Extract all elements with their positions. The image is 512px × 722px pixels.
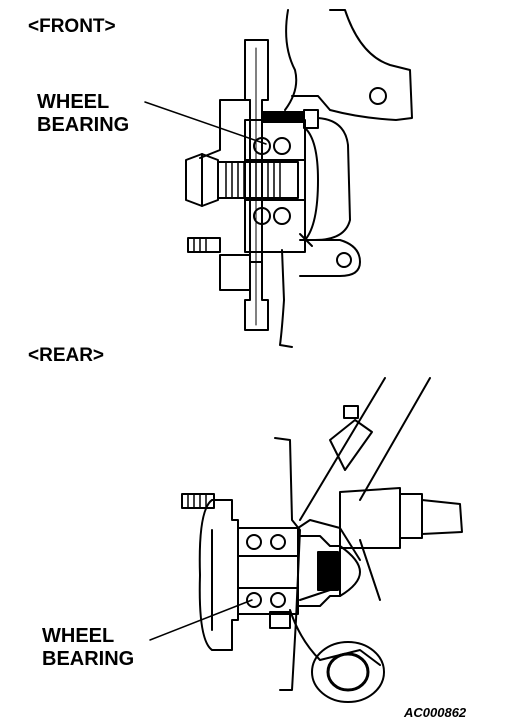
rear-bearing-ball bbox=[246, 534, 262, 550]
front-axle-shaft bbox=[217, 161, 299, 199]
front-lower-lug bbox=[299, 239, 361, 277]
front-shaft-threads bbox=[225, 161, 281, 199]
front-bearing-ball bbox=[253, 137, 271, 155]
front-bearing-ball bbox=[253, 207, 271, 225]
front-heading: <FRONT> bbox=[28, 16, 116, 37]
rear-callout-line2: BEARING bbox=[42, 648, 135, 670]
front-callout-label: WHEEL BEARING bbox=[37, 91, 129, 137]
rear-arm-bracket bbox=[329, 419, 373, 471]
front-bearing-ball bbox=[273, 137, 291, 155]
front-hub-flange bbox=[304, 127, 319, 241]
rear-callout-line1: WHEEL bbox=[42, 625, 115, 647]
front-callout-line1: WHEEL bbox=[37, 91, 110, 113]
front-bearing-ball bbox=[273, 207, 291, 225]
rear-link-bush bbox=[399, 493, 423, 539]
rear-dust-shield bbox=[274, 437, 301, 691]
rear-lower-arm bbox=[289, 589, 381, 666]
front-knuckle-hole bbox=[369, 87, 387, 105]
rear-link-end bbox=[421, 499, 463, 535]
rear-lower-bolt bbox=[269, 611, 291, 629]
front-snap-ring bbox=[261, 111, 305, 123]
rear-bearing-ball bbox=[270, 534, 286, 550]
front-hub-assembly bbox=[185, 9, 413, 348]
rear-bearing-ball bbox=[270, 592, 286, 608]
front-dust-shield bbox=[279, 9, 298, 348]
front-callout-line2: BEARING bbox=[37, 114, 130, 136]
front-hub bbox=[199, 99, 263, 291]
rear-callout-leader bbox=[149, 599, 253, 641]
front-lug-hole bbox=[336, 252, 352, 268]
figure-code: AC000862 bbox=[404, 705, 467, 720]
rear-callout-label: WHEEL BEARING bbox=[42, 625, 134, 671]
front-knuckle-arm bbox=[291, 9, 413, 121]
rear-hub-drum bbox=[198, 499, 239, 651]
rear-lower-bushing bbox=[311, 641, 385, 703]
rear-heading: <REAR> bbox=[28, 345, 105, 366]
front-callout-leader bbox=[144, 101, 267, 145]
rear-trailing-arm bbox=[299, 377, 431, 521]
rear-hub-assembly bbox=[181, 377, 463, 703]
front-wheel-stud bbox=[187, 237, 221, 253]
rear-wheel-stud bbox=[181, 493, 215, 509]
front-knuckle-body bbox=[314, 117, 351, 241]
rear-bearing-ball bbox=[246, 592, 262, 608]
rear-lateral-link bbox=[339, 487, 401, 549]
